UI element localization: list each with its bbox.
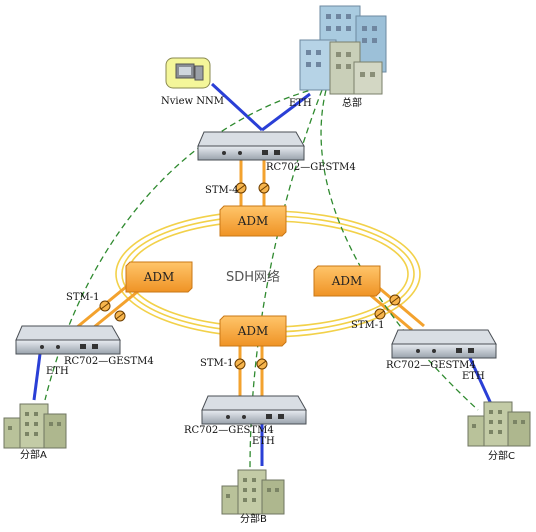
adm-top-label: ADM <box>237 214 269 228</box>
device-b-model: RC702—GESTM4 <box>184 425 274 436</box>
hq-eth-label: ETH <box>289 98 312 109</box>
adm-node-bottom-icon <box>219 315 287 347</box>
sdh-network-label: SDH网络 <box>226 270 281 285</box>
branch-c-label: 分部C <box>488 451 515 462</box>
device-c-model: RC702—GESTM4 <box>386 360 476 371</box>
branch-a-label: 分部A <box>20 450 47 461</box>
branch-b-eth-label: ETH <box>252 436 275 447</box>
adm-bottom-label: ADM <box>237 324 269 338</box>
ethernet-links <box>32 82 494 466</box>
headquarters-building-icon <box>299 5 387 95</box>
branch-a-eth-label: ETH <box>46 366 69 377</box>
stm4-label: STM-4 <box>205 185 239 196</box>
branch-c-eth-label: ETH <box>462 371 485 382</box>
rc702-device-top-icon <box>197 131 305 161</box>
nms-label: Nview NNM <box>161 96 224 107</box>
stm1-right-label: STM-1 <box>351 320 385 331</box>
adm-left-label: ADM <box>143 270 175 284</box>
branch-b-label: 分部B <box>240 514 267 525</box>
hq-label: 总部 <box>342 98 362 109</box>
stm1-bottom-label: STM-1 <box>200 358 234 369</box>
rc702-device-b-icon <box>201 395 307 425</box>
adm-node-top-icon <box>219 205 287 237</box>
optical-port-hatching <box>100 184 400 368</box>
adm-node-right-icon <box>313 265 381 297</box>
rc702-device-a-icon <box>15 325 121 355</box>
device-a-model: RC702—GESTM4 <box>64 356 154 367</box>
branch-c-building-icon <box>467 401 531 447</box>
device-top-model: RC702—GESTM4 <box>266 162 356 173</box>
rc702-device-c-icon <box>391 329 497 359</box>
branch-b-building-icon <box>221 469 285 515</box>
branch-a-building-icon <box>3 403 67 449</box>
nms-workstation-icon <box>165 57 211 89</box>
adm-node-left-icon <box>125 261 193 293</box>
adm-right-label: ADM <box>331 274 363 288</box>
stm1-left-label: STM-1 <box>66 292 100 303</box>
